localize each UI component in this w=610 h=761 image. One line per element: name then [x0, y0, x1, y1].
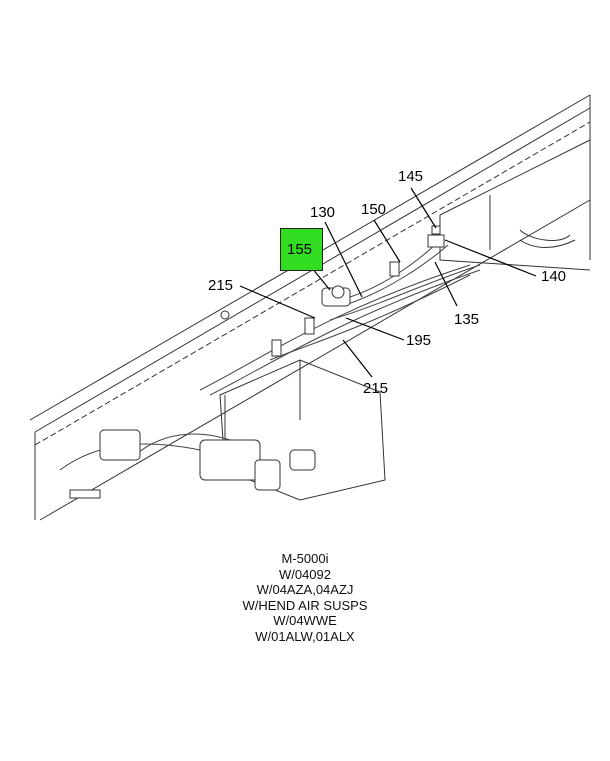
- callout-145[interactable]: 145: [398, 168, 424, 185]
- callout-135[interactable]: 135: [454, 311, 480, 328]
- diagram-caption: M-5000i W/04092 W/04AZA,04AZJ W/HEND AIR…: [0, 551, 610, 644]
- caption-line: W/04WWE: [273, 613, 337, 628]
- caption-line: W/04AZA,04AZJ: [256, 582, 354, 597]
- callout-215-bottom[interactable]: 215: [363, 380, 389, 397]
- callout-140[interactable]: 140: [541, 268, 567, 285]
- leader-lines: [239, 187, 537, 378]
- caption-line: W/HEND AIR SUSPS: [242, 597, 368, 613]
- caption-line: W/01ALW,01ALX: [255, 628, 355, 644]
- components: [69, 225, 445, 499]
- caption-line: W/04092: [278, 566, 332, 582]
- callout-155[interactable]: 155: [287, 241, 313, 258]
- callout-215-top[interactable]: 215: [208, 277, 234, 294]
- caption-line: M-5000i: [281, 551, 329, 566]
- highlighted-callout-155[interactable]: 155: [280, 228, 323, 271]
- callout-195[interactable]: 195: [406, 332, 432, 349]
- callout-130[interactable]: 130: [310, 204, 336, 221]
- callout-150[interactable]: 150: [361, 201, 387, 218]
